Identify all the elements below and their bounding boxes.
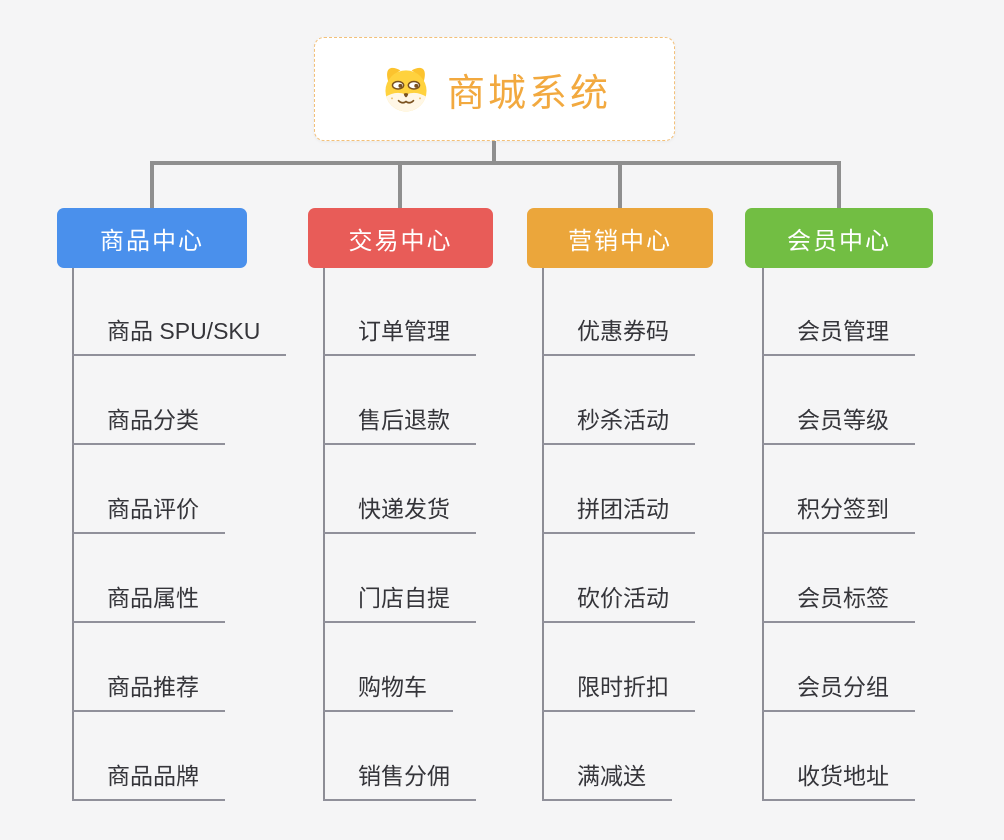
trunk-line-member bbox=[762, 268, 764, 801]
leaf-column-member: 会员管理 会员等级 积分签到 会员标签 会员分组 收货地址 bbox=[762, 318, 915, 840]
leaf-item[interactable]: 商品属性 bbox=[72, 585, 225, 623]
leaf-item[interactable]: 积分签到 bbox=[762, 496, 915, 534]
root-title: 商城系统 bbox=[446, 72, 611, 115]
branch-node-member[interactable]: 会员中心 bbox=[745, 208, 933, 268]
leaf-column-trade: 订单管理 售后退款 快递发货 门店自提 购物车 销售分佣 bbox=[323, 318, 476, 840]
leaf-item[interactable]: 砍价活动 bbox=[542, 585, 695, 623]
leaf-item[interactable]: 会员分组 bbox=[762, 674, 915, 712]
branch-node-product[interactable]: 商品中心 bbox=[57, 208, 247, 268]
leaf-column-marketing: 优惠券码 秒杀活动 拼团活动 砍价活动 限时折扣 满减送 bbox=[542, 318, 695, 840]
connector-horizontal bbox=[150, 161, 841, 165]
trunk-line-trade bbox=[323, 268, 325, 801]
trunk-line-marketing bbox=[542, 268, 544, 801]
leaf-column-product: 商品 SPU/SKU 商品分类 商品评价 商品属性 商品推荐 商品品牌 bbox=[72, 318, 287, 840]
leaf-item[interactable]: 秒杀活动 bbox=[542, 407, 695, 445]
leaf-item[interactable]: 购物车 bbox=[323, 674, 453, 712]
leaf-item[interactable]: 售后退款 bbox=[323, 407, 476, 445]
connector-stem bbox=[492, 141, 496, 164]
branch-node-trade[interactable]: 交易中心 bbox=[308, 208, 493, 268]
trunk-line-product bbox=[72, 268, 74, 801]
connector-drop-member bbox=[837, 165, 841, 208]
leaf-item[interactable]: 拼团活动 bbox=[542, 496, 695, 534]
leaf-item[interactable]: 会员等级 bbox=[762, 407, 915, 445]
leaf-item[interactable]: 满减送 bbox=[542, 763, 672, 801]
leaf-item[interactable]: 订单管理 bbox=[323, 318, 476, 356]
leaf-item[interactable]: 商品分类 bbox=[72, 407, 225, 445]
leaf-item[interactable]: 快递发货 bbox=[323, 496, 476, 534]
leaf-item[interactable]: 限时折扣 bbox=[542, 674, 695, 712]
leaf-item[interactable]: 会员管理 bbox=[762, 318, 915, 356]
leaf-item[interactable]: 收货地址 bbox=[762, 763, 915, 801]
leaf-item[interactable]: 商品评价 bbox=[72, 496, 225, 534]
branch-node-marketing[interactable]: 营销中心 bbox=[527, 208, 713, 268]
leaf-item[interactable]: 会员标签 bbox=[762, 585, 915, 623]
connector-drop-marketing bbox=[618, 165, 622, 208]
leaf-item[interactable]: 销售分佣 bbox=[323, 763, 476, 801]
leaf-item[interactable]: 商品 SPU/SKU bbox=[72, 318, 287, 356]
leaf-item[interactable]: 优惠券码 bbox=[542, 318, 695, 356]
root-node[interactable]: 商城系统 bbox=[314, 37, 675, 141]
connector-drop-product bbox=[150, 165, 154, 208]
leaf-item[interactable]: 商品品牌 bbox=[72, 763, 225, 801]
leaf-item[interactable]: 商品推荐 bbox=[72, 674, 225, 712]
leaf-item[interactable]: 门店自提 bbox=[323, 585, 476, 623]
shiba-dog-icon bbox=[385, 67, 427, 112]
connector-drop-trade bbox=[398, 165, 402, 208]
